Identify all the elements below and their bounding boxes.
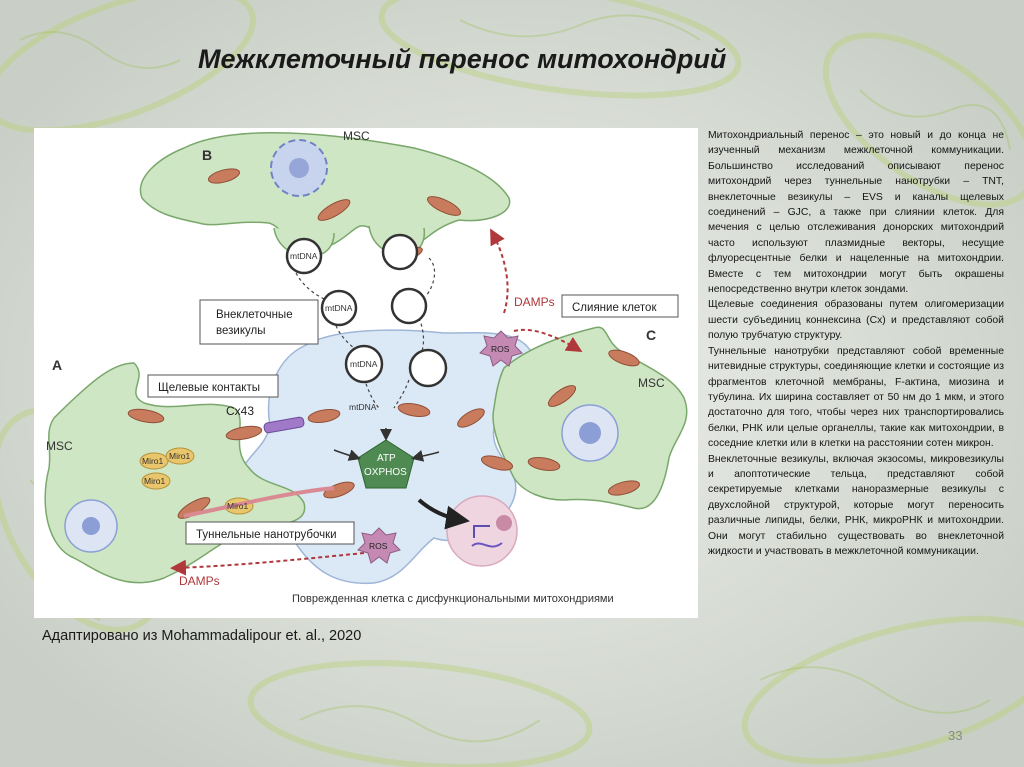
paragraph-1: Митохондриальный перенос – это новый и д… xyxy=(708,130,1004,296)
tnt-label: Туннельные нанотрубочки xyxy=(196,529,337,541)
box-gap xyxy=(147,374,279,398)
signal-arrow xyxy=(417,498,470,530)
paragraph-2: Щелевые соединения образованы путем олиг… xyxy=(708,299,1004,342)
panel-a-label: A xyxy=(52,357,62,373)
gap-label: Щелевые контакты xyxy=(158,382,260,394)
panel-c-label: C xyxy=(646,327,656,343)
mtdna-label-3: mtDNA xyxy=(350,359,378,369)
cx43-label: Cx43 xyxy=(226,404,254,418)
damps-label-top: DAMPs xyxy=(514,295,555,309)
damaged-nucleus xyxy=(446,495,518,567)
vesicles-label-line2: везикулы xyxy=(216,325,265,337)
mtdna-label-4: mtDNA xyxy=(349,402,377,412)
fusion-label: Слияние клеток xyxy=(572,302,657,314)
box-vesicles xyxy=(199,299,319,345)
cx43-channel xyxy=(263,416,305,434)
figure-caption: Адаптировано из Mohammadalipour et. al.,… xyxy=(42,628,362,644)
damps-arrow-top xyxy=(490,228,509,314)
paragraph-3: Туннельные нанотрубки представляют собой… xyxy=(708,345,1004,450)
ros-label-top: ROS xyxy=(491,344,510,354)
mtdna-label-1: mtDNA xyxy=(290,251,318,261)
atp-label: ATP xyxy=(377,453,396,464)
mtdna-label-2: mtDNA xyxy=(325,303,353,313)
paragraph-4: Внеклеточные везикулы, включая экзосомы,… xyxy=(708,453,1004,557)
tunneling-nanotube xyxy=(183,486,335,518)
slide-title: Межклеточный перенос митохондрий xyxy=(198,44,727,74)
oxphos-label: OXPHOS xyxy=(364,467,407,478)
vesicles-label-line1: Внеклеточные xyxy=(216,309,293,321)
damaged-cell-caption: Поврежденная клетка с дисфункциональными… xyxy=(292,593,614,605)
atp-oxphos-pentagon xyxy=(357,439,415,489)
box-tnt xyxy=(185,521,355,545)
damps-arrow-bottom xyxy=(170,552,365,576)
panel-b-label: B xyxy=(202,147,212,163)
box-fusion xyxy=(561,294,679,318)
body-text: Митохондриальный перенос – это новый и д… xyxy=(708,128,1004,559)
page-number: 33 xyxy=(948,728,963,743)
msc-right-label: MSC xyxy=(638,376,665,390)
miro-label-3: Miro1 xyxy=(144,476,166,486)
msc-left-label: MSC xyxy=(46,439,73,453)
ros-star-bottom xyxy=(357,527,401,564)
miro-label-2: Miro1 xyxy=(169,451,191,461)
vesicle-group xyxy=(285,233,448,388)
msc-top-label: MSC xyxy=(343,129,370,143)
miro-label-4: Miro1 xyxy=(227,501,249,511)
miro-label-1: Miro1 xyxy=(142,456,164,466)
ros-label-bottom: ROS xyxy=(369,541,388,551)
mitochondrial-transfer-diagram: B A C MSC MSC MSC Внеклеточные везикулы … xyxy=(34,128,698,618)
ros-star-top xyxy=(479,330,523,367)
damps-label-bottom: DAMPs xyxy=(179,574,220,588)
